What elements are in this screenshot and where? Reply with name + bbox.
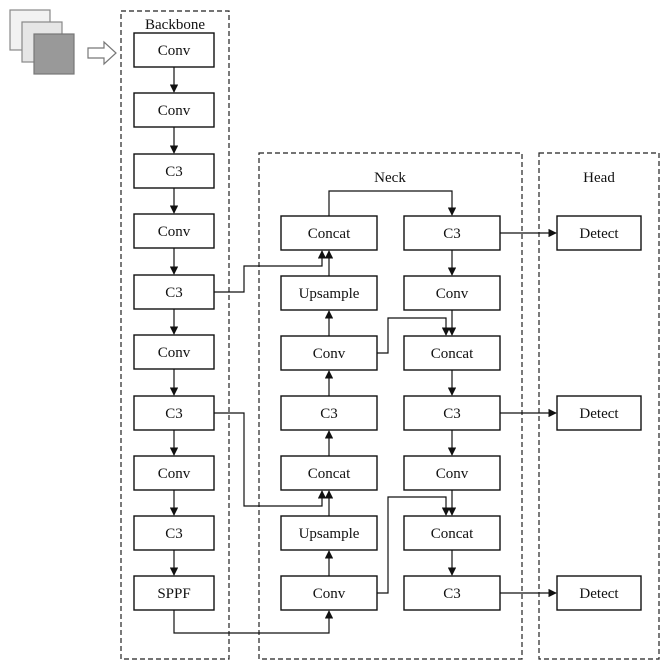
backbone-block-1: Conv <box>133 32 215 68</box>
svg-text:SPPF: SPPF <box>157 586 190 602</box>
svg-text:C3: C3 <box>320 406 338 422</box>
svg-text:Conv: Conv <box>313 586 346 602</box>
connection-lines <box>173 190 557 634</box>
svg-text:Detect: Detect <box>579 586 619 602</box>
neck-right-block-5: Conv <box>403 455 501 491</box>
svg-text:C3: C3 <box>165 406 183 422</box>
svg-text:C3: C3 <box>165 285 183 301</box>
svg-text:Conv: Conv <box>313 346 346 362</box>
svg-text:C3: C3 <box>443 226 461 242</box>
neck-right-block-3: Concat <box>403 335 501 371</box>
svg-text:C3: C3 <box>165 526 183 542</box>
svg-text:Concat: Concat <box>308 466 351 482</box>
backbone-block-3: C3 <box>133 153 215 189</box>
svg-text:Conv: Conv <box>436 466 469 482</box>
backbone-group <box>120 10 230 660</box>
backbone-title: Backbone <box>145 17 205 33</box>
neck-right-block-1: C3 <box>403 215 501 251</box>
svg-text:C3: C3 <box>165 164 183 180</box>
head-detect-2: Detect <box>556 395 642 431</box>
backbone-block-10: SPPF <box>133 575 215 611</box>
neck-left-block-3: Conv <box>280 335 378 371</box>
svg-text:Detect: Detect <box>579 226 619 242</box>
svg-text:Conv: Conv <box>158 43 191 59</box>
neck-left-block-4: C3 <box>280 395 378 431</box>
svg-text:Concat: Concat <box>431 526 474 542</box>
head-detect-3: Detect <box>556 575 642 611</box>
svg-text:C3: C3 <box>443 586 461 602</box>
head-group <box>538 152 660 660</box>
neck-right-block-4: C3 <box>403 395 501 431</box>
svg-text:Concat: Concat <box>431 346 474 362</box>
neck-right-block-7: C3 <box>403 575 501 611</box>
neck-left-block-2: Upsample <box>280 275 378 311</box>
svg-text:Conv: Conv <box>158 224 191 240</box>
neck-right-block-2: Conv <box>403 275 501 311</box>
neck-left-block-5: Concat <box>280 455 378 491</box>
head-detect-1: Detect <box>556 215 642 251</box>
svg-text:Conv: Conv <box>158 466 191 482</box>
svg-text:Detect: Detect <box>579 406 619 422</box>
backbone-block-6: Conv <box>133 334 215 370</box>
svg-text:Concat: Concat <box>308 226 351 242</box>
svg-text:Upsample: Upsample <box>299 526 360 542</box>
svg-text:Conv: Conv <box>436 286 469 302</box>
backbone-block-5: C3 <box>133 274 215 310</box>
neck-title: Neck <box>374 170 406 186</box>
neck-group <box>258 152 523 660</box>
neck-left-block-6: Upsample <box>280 515 378 551</box>
head-title: Head <box>583 170 615 186</box>
backbone-block-7: C3 <box>133 395 215 431</box>
backbone-block-8: Conv <box>133 455 215 491</box>
hollow-arrow-icon <box>87 40 117 66</box>
backbone-block-2: Conv <box>133 92 215 128</box>
neck-left-block-1: Concat <box>280 215 378 251</box>
stacked-images-icon <box>9 9 75 75</box>
svg-text:Conv: Conv <box>158 103 191 119</box>
svg-text:Upsample: Upsample <box>299 286 360 302</box>
backbone-block-9: C3 <box>133 515 215 551</box>
svg-text:Conv: Conv <box>158 345 191 361</box>
backbone-block-4: Conv <box>133 213 215 249</box>
svg-text:C3: C3 <box>443 406 461 422</box>
neck-left-block-7: Conv <box>280 575 378 611</box>
neck-right-block-6: Concat <box>403 515 501 551</box>
